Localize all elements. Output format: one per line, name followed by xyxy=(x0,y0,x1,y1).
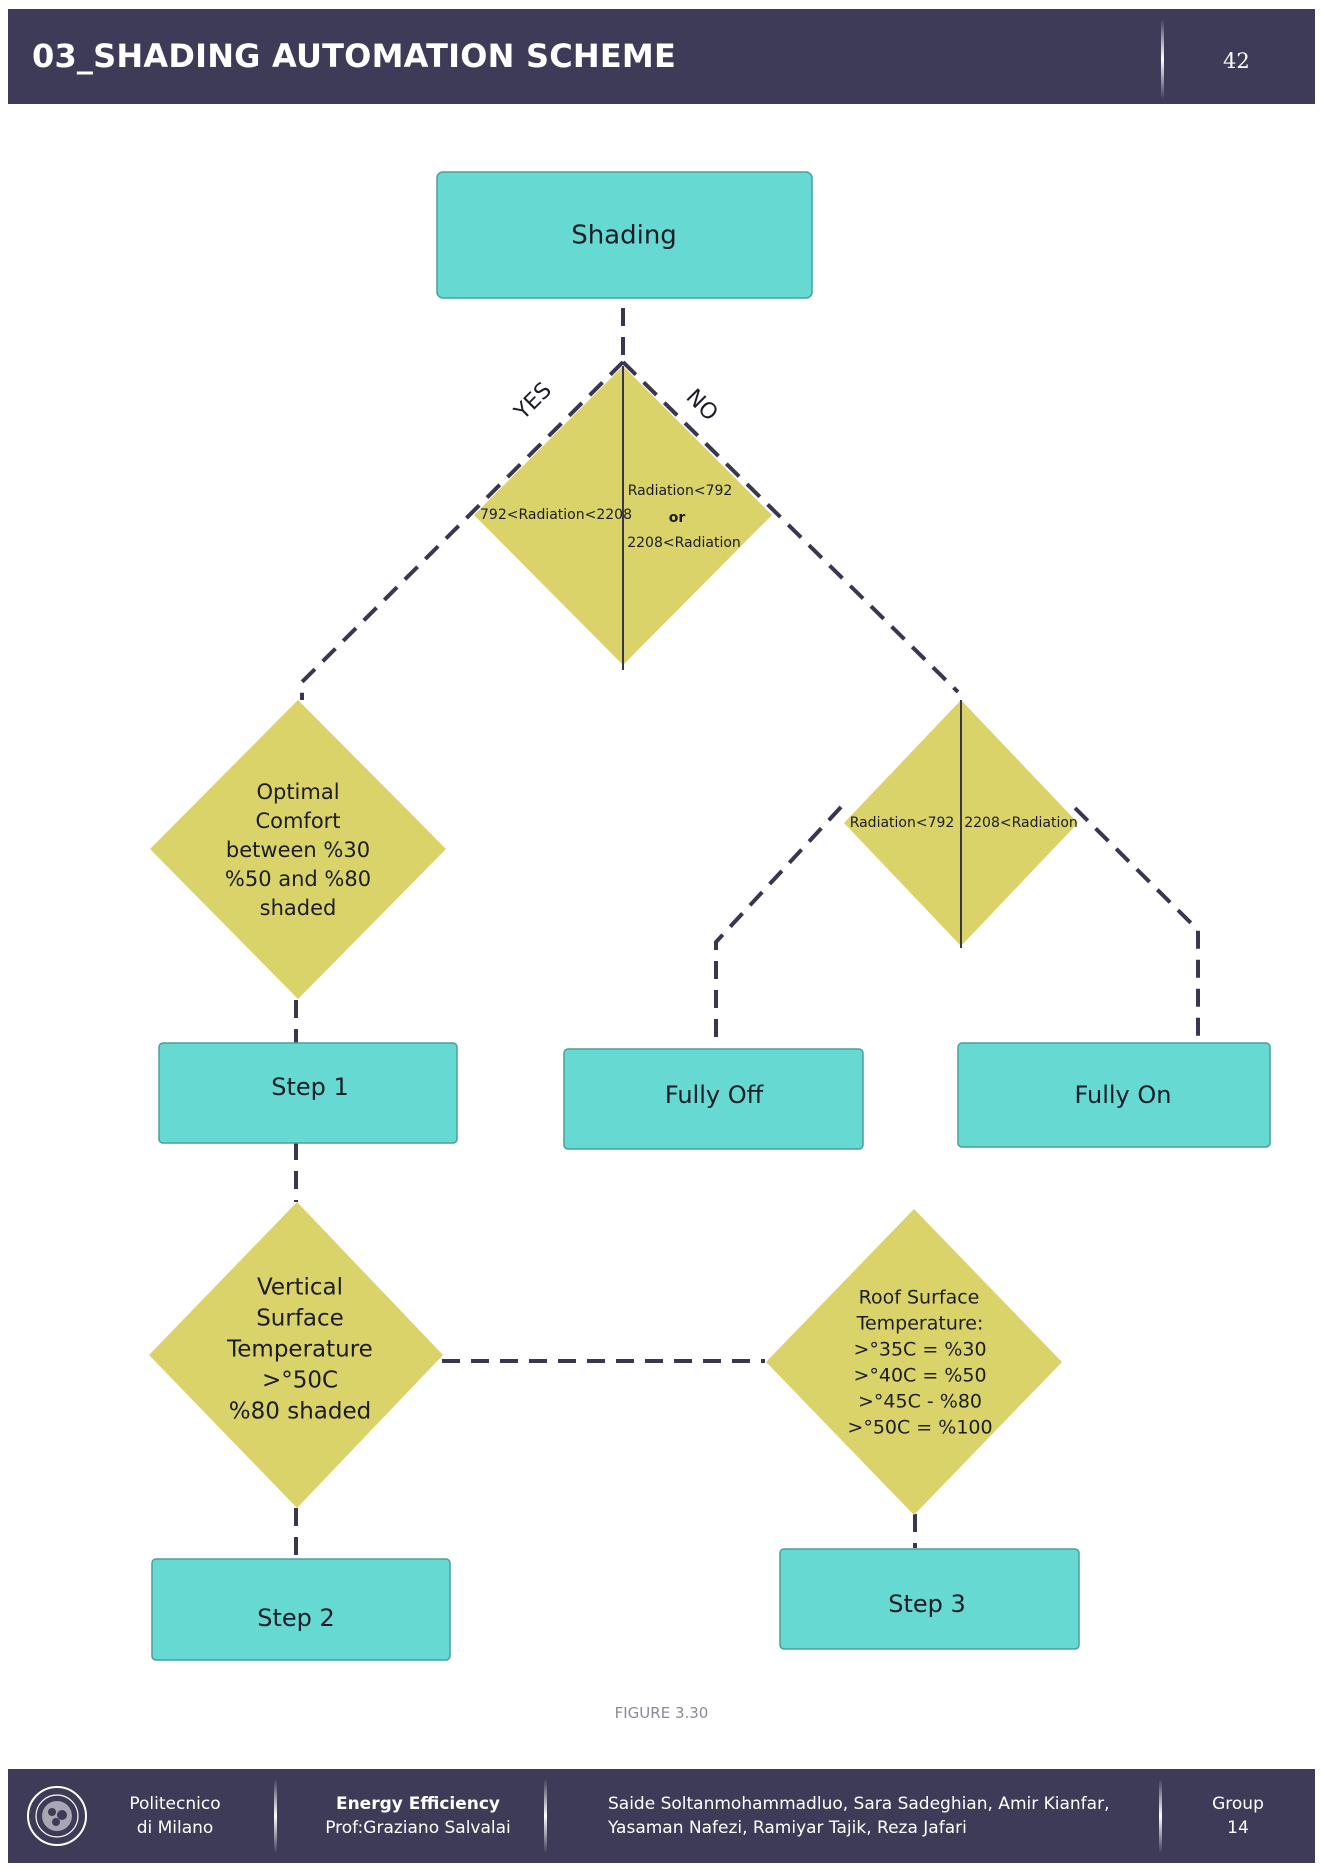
authors-line1: Saide Soltanmohammadluo, Sara Sadeghian,… xyxy=(608,1794,1110,1814)
optimal-comfort-line: between %30 xyxy=(226,838,370,862)
fully-on-node: Fully On xyxy=(957,1042,1271,1148)
step2-label: Step 2 xyxy=(257,1604,335,1632)
fully-on-label: Fully On xyxy=(1075,1081,1172,1109)
optimal-comfort-line: Optimal xyxy=(256,780,339,804)
connector-no-branch xyxy=(621,360,960,694)
page-footer: Politecnico di Milano Energy Efficiency … xyxy=(8,1769,1315,1863)
institution-line2: di Milano xyxy=(136,1818,214,1838)
step2-node: Step 2 xyxy=(151,1558,451,1661)
radiation-out-range-line1: Radiation<792 xyxy=(628,483,733,499)
fully-off-node: Fully Off xyxy=(563,1048,864,1150)
radiation-out-range-line3: 2208<Radiation xyxy=(627,535,741,551)
optimal-comfort-decision: Optimal Comfort between %30 %50 and %80 … xyxy=(150,700,446,999)
connector-to-fully-off xyxy=(714,805,843,1048)
step1-label: Step 1 xyxy=(271,1073,349,1101)
roof-surface-line: Roof Surface xyxy=(859,1287,980,1309)
connector-to-fully-on xyxy=(1073,806,1200,1042)
connectors xyxy=(294,308,1200,1560)
group-label: Group xyxy=(1212,1794,1264,1814)
course-title: Energy Efficiency xyxy=(335,1794,501,1814)
radiation-decision: 792<Radiation<2208 Radiation<792 or 2208… xyxy=(474,366,772,670)
no-label: NO xyxy=(681,385,723,427)
vertical-surface-line: %80 shaded xyxy=(229,1399,371,1425)
yes-label: YES xyxy=(509,378,557,426)
footer-divider xyxy=(1159,1779,1162,1853)
roof-surface-line: Temperature: xyxy=(856,1313,984,1335)
radiation-mid-range-label: 792<Radiation<2208 xyxy=(480,507,632,523)
institution-name: Politecnico di Milano xyxy=(100,1792,250,1840)
authors: Saide Soltanmohammadluo, Sara Sadeghian,… xyxy=(608,1792,1128,1840)
optimal-comfort-line: %50 and %80 xyxy=(225,867,371,891)
figure-caption: FIGURE 3.30 xyxy=(614,1704,709,1722)
professor-name: Prof:Graziano Salvalai xyxy=(325,1818,511,1838)
radiation-split-decision: Radiation<792 2208<Radiation xyxy=(844,700,1078,948)
roof-surface-line: >°40C = %50 xyxy=(853,1365,986,1387)
roof-surface-line: >°45C - %80 xyxy=(858,1391,982,1413)
vertical-surface-line: Temperature xyxy=(226,1337,373,1363)
vertical-surface-line: >°50C xyxy=(262,1368,338,1394)
page-number: 42 xyxy=(1223,49,1250,73)
page-title: 03_SHADING AUTOMATION SCHEME xyxy=(32,37,677,75)
shading-node: Shading xyxy=(436,171,813,299)
connector-yes-branch xyxy=(300,360,625,700)
authors-line2: Yasaman Nafezi, Ramiyar Tajik, Reza Jafa… xyxy=(608,1818,967,1838)
institution-line1: Politecnico xyxy=(129,1794,221,1814)
footer-divider xyxy=(544,1779,547,1853)
university-seal-icon xyxy=(27,1786,87,1846)
radiation-high-label: 2208<Radiation xyxy=(964,815,1078,831)
vertical-surface-decision: Vertical Surface Temperature >°50C %80 s… xyxy=(149,1202,443,1508)
page-header: 03_SHADING AUTOMATION SCHEME 42 xyxy=(8,9,1315,104)
step1-node: Step 1 xyxy=(158,1042,458,1144)
group-number: 14 xyxy=(1227,1818,1249,1838)
radiation-out-range-line2: or xyxy=(669,510,686,526)
fully-off-label: Fully Off xyxy=(665,1081,764,1109)
step3-node: Step 3 xyxy=(779,1548,1080,1650)
footer-divider xyxy=(274,1779,277,1853)
roof-surface-line: >°35C = %30 xyxy=(853,1339,986,1361)
vertical-surface-line: Surface xyxy=(256,1306,344,1332)
optimal-comfort-line: Comfort xyxy=(255,809,340,833)
roof-surface-decision: Roof Surface Temperature: >°35C = %30 >°… xyxy=(766,1209,1062,1515)
roof-surface-line: >°50C = %100 xyxy=(847,1417,992,1439)
step3-label: Step 3 xyxy=(888,1590,966,1618)
header-divider xyxy=(1161,19,1164,99)
optimal-comfort-line: shaded xyxy=(260,896,337,920)
course-info: Energy Efficiency Prof:Graziano Salvalai xyxy=(303,1792,533,1840)
radiation-low-label: Radiation<792 xyxy=(850,815,955,831)
group-info: Group 14 xyxy=(1188,1792,1288,1840)
vertical-surface-line: Vertical xyxy=(257,1275,343,1301)
shading-label: Shading xyxy=(571,221,677,251)
